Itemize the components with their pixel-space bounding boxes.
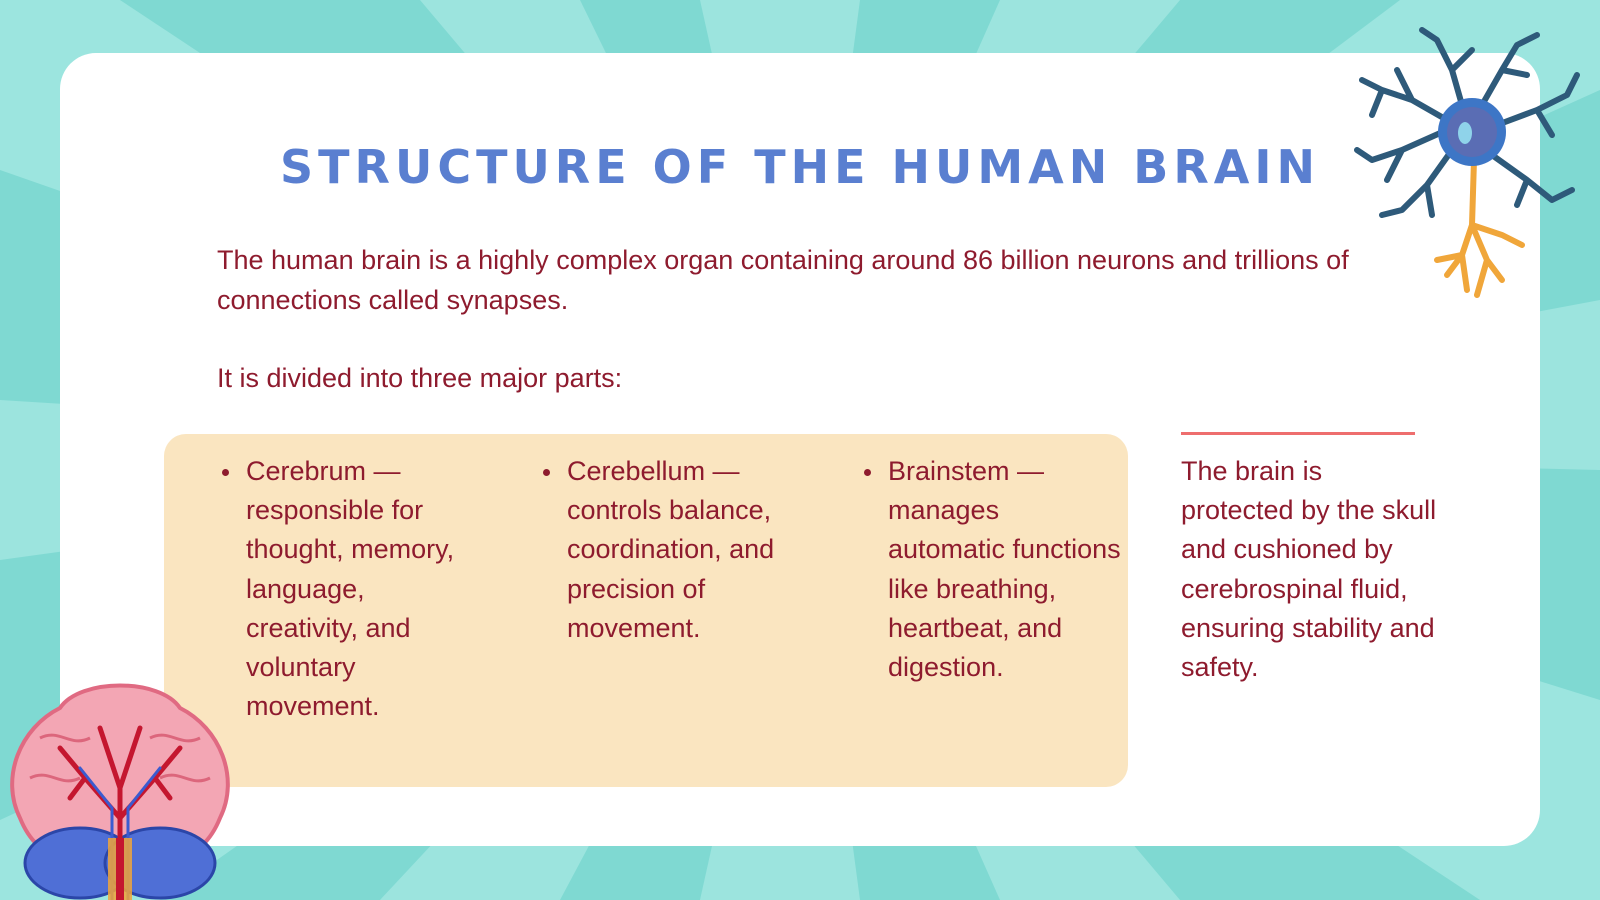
brain-part-cerebrum: Cerebrum — responsible for thought, memo… [220,452,480,726]
neuron-icon [1354,27,1580,298]
bullet-item: Brainstem — manages automatic functions … [862,452,1122,687]
protection-note: The brain is protected by the skull and … [1181,456,1437,683]
bullet-item: Cerebellum — controls balance, coordinat… [541,452,801,648]
brain-part-brainstem: Brainstem — manages automatic functions … [862,452,1122,687]
slide-title: STRUCTURE OF THE HUMAN BRAIN [280,140,1320,194]
lead-sentence: It is divided into three major parts: [217,363,623,393]
bullet-item: Cerebrum — responsible for thought, memo… [220,452,480,726]
brain-icon [10,683,230,900]
accent-divider [1181,432,1415,435]
brain-part-cerebellum: Cerebellum — controls balance, coordinat… [541,452,801,648]
intro-paragraph: The human brain is a highly complex orga… [217,245,1349,315]
brain-parts-panel [164,434,1128,787]
